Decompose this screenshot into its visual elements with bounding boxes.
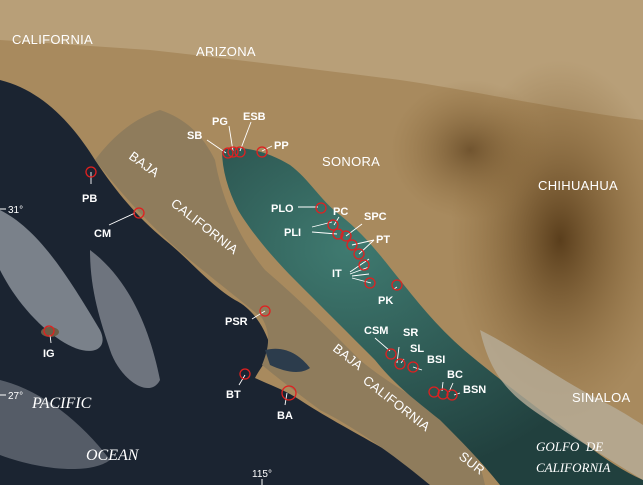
site-marker-ba [281,385,297,401]
region-label-sonora: SONORA [322,154,380,169]
site-label-pc: PC [333,206,348,218]
site-marker-sb [222,147,234,159]
site-label-pk: PK [378,295,393,307]
water-label-golfo-california: CALIFORNIA [536,460,610,475]
water-label-ocean: OCEAN [86,447,140,464]
site-marker-sr [394,358,406,370]
site-marker-bsn [446,389,458,401]
region-label-arizona: ARIZONA [196,44,256,59]
site-label-cm: CM [94,228,111,240]
sonora-mountains [390,80,550,220]
vizcaino-lagoon [265,348,310,372]
baja-peninsula [95,110,485,485]
site-label-esb: ESB [243,111,266,123]
site-marker-pg [227,146,239,158]
site-label-plo: PLO [271,203,294,215]
site-marker-pli [332,228,344,240]
site-marker-bc [437,388,449,400]
site-marker-pp [256,146,268,158]
cloud-band-3 [0,380,110,470]
site-marker-psr [259,305,271,317]
site-label-pli: PLI [284,227,301,239]
site-label-bc: BC [447,369,463,381]
lat-31-tick-label: 31° [8,205,23,216]
sinaloa-coastal-plain [480,330,643,480]
site-label-it: IT [332,268,342,280]
site-label-ba: BA [277,410,293,422]
site-marker-it-1 [358,259,370,271]
site-marker-cm [133,207,145,219]
site-label-sb: SB [187,130,202,142]
site-label-psr: PSR [225,316,248,328]
site-marker-pc [327,219,339,231]
site-label-csm: CSM [364,325,388,337]
site-marker-ig [43,325,55,337]
region-label-california: CALIFORNIA [12,32,93,47]
site-label-bsn: BSN [463,384,486,396]
site-marker-bt [239,368,251,380]
site-marker-esb [234,146,246,158]
site-marker-pb [85,166,97,178]
site-label-sl: SL [410,343,424,355]
site-label-spc: SPC [364,211,387,223]
site-marker-sl [407,361,419,373]
pacific-ocean [0,80,440,485]
site-marker-pk [391,279,403,291]
lon-115-tick-label: 115° [252,469,272,480]
site-label-sr: SR [403,327,418,339]
site-label-pg: PG [212,116,228,128]
site-marker-pt-1 [346,239,358,251]
region-label-chihuahua: CHIHUAHUA [538,178,618,193]
site-label-bsi: BSI [427,354,445,366]
site-labels: SB PG ESB PP PB CM PLO PC SPC PLI PT IT … [43,111,486,422]
site-marker-pt-2 [353,248,365,260]
site-label-pb: PB [82,193,97,205]
site-label-pp: PP [274,140,289,152]
site-leader-lines [49,121,461,406]
water-label-pacific: PACIFIC [31,395,92,412]
lat-27-tick-label: 27° [8,391,23,402]
water-label-golfo-de: GOLFO DE [536,439,603,454]
region-label-sinaloa: SINALOA [572,390,630,405]
gulf-of-california [222,148,643,485]
site-label-pt: PT [376,234,390,246]
site-label-ig: IG [43,348,55,360]
site-marker-csm [385,348,397,360]
site-markers [43,146,458,401]
site-label-bt: BT [226,389,241,401]
site-marker-spc [340,230,352,242]
site-marker-plo [315,202,327,214]
cloud-band-1 [0,210,103,351]
site-marker-it-2 [364,277,376,289]
cloud-band-2 [90,250,160,389]
